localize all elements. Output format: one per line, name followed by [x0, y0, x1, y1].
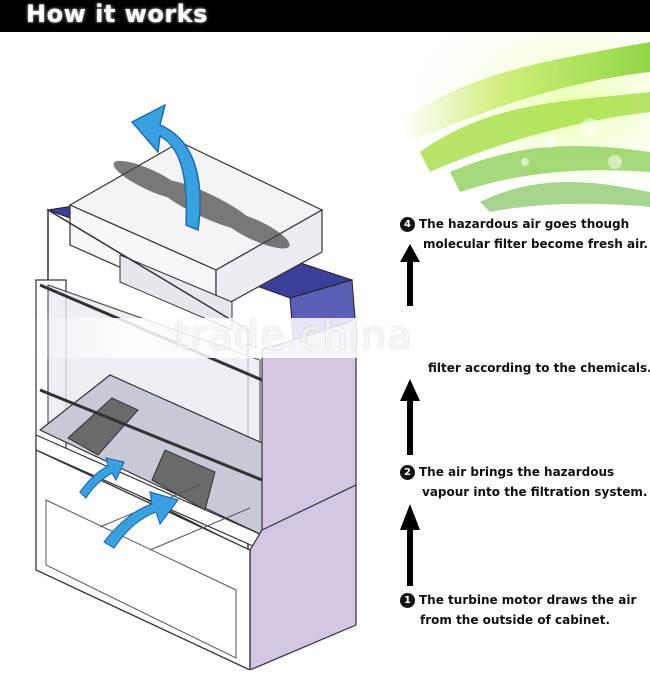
watermark-band	[30, 318, 470, 358]
watermark: trade.china	[174, 313, 413, 359]
step-text: molecular filter become fresh air.	[423, 237, 648, 251]
step-text: The turbine motor draws the air	[419, 593, 637, 607]
step-4: 4 The hazardous air goes though molecular…	[400, 214, 648, 254]
up-arrow-icon	[400, 244, 420, 306]
green-swirl-decoration	[390, 32, 650, 212]
step-text: vapour into the filtration system.	[422, 485, 648, 499]
step-text: The hazardous air goes though	[419, 217, 630, 231]
up-arrow-icon	[400, 504, 420, 586]
page-title: How it works	[26, 0, 208, 28]
step-3: filter according to the chemicals.	[428, 358, 650, 378]
step-2: 2 The air brings the hazardous vapour int…	[400, 462, 647, 502]
step-1: 1 The turbine motor draws the air from th…	[400, 590, 636, 630]
step-text: from the outside of cabinet.	[420, 613, 610, 627]
step-number-badge: 2	[400, 465, 415, 480]
step-text: The air brings the hazardous	[419, 465, 615, 479]
up-arrow-icon	[400, 379, 420, 455]
step-number-badge: 4	[400, 217, 415, 232]
header-bar: How it works	[0, 0, 650, 32]
step-number-badge: 1	[400, 593, 415, 608]
step-text: filter according to the chemicals.	[428, 361, 650, 375]
